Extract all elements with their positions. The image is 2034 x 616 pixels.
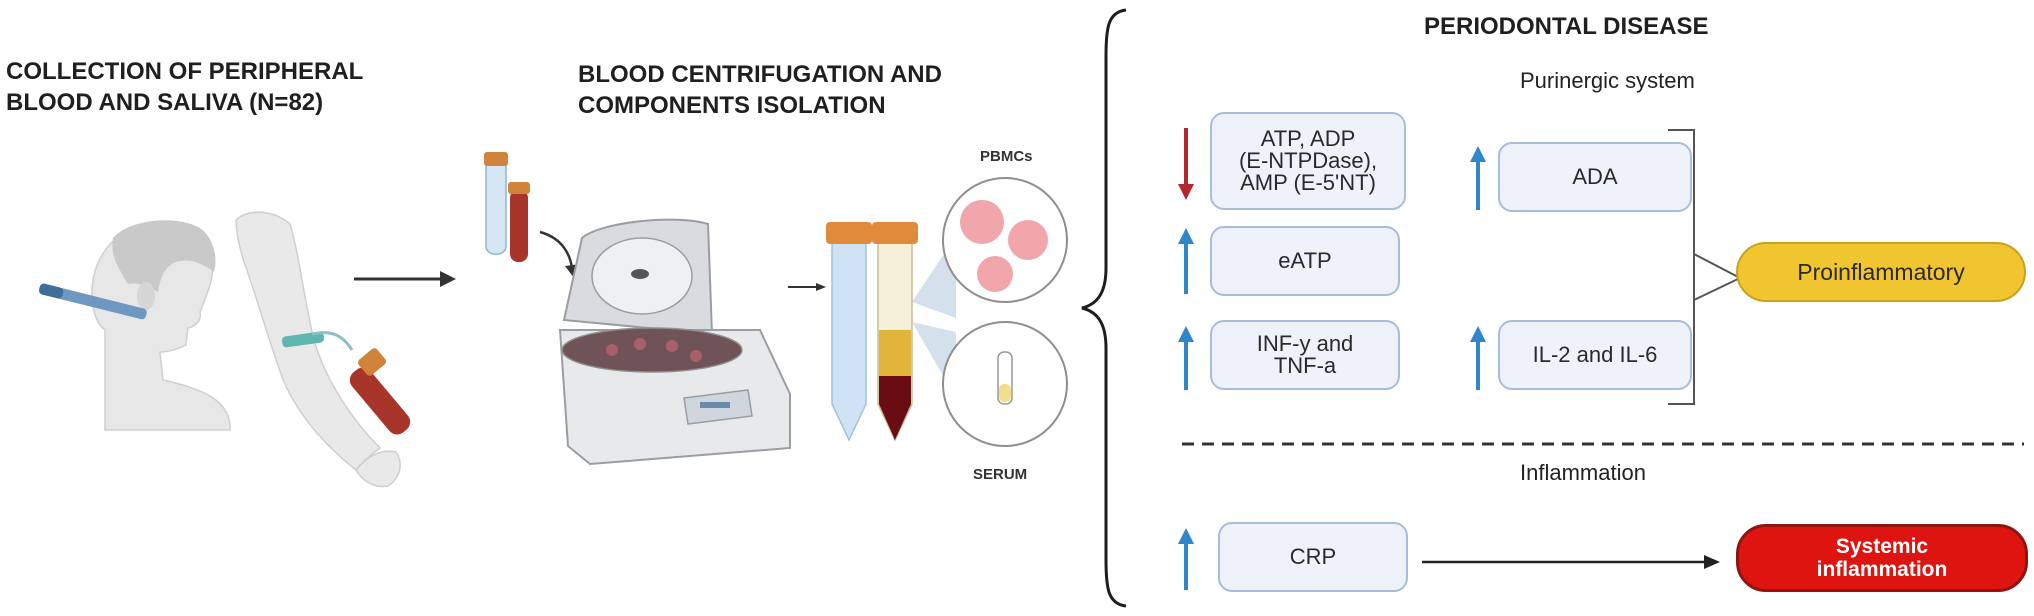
- collection-title-line2: BLOOD AND SALIVA (N=82): [6, 89, 324, 116]
- serum-label: SERUM: [973, 466, 1028, 483]
- periodontal-disease-title: PERIODONTAL DISEASE: [1424, 13, 1709, 40]
- box-il2-il6: IL-2 and IL-6: [1498, 320, 1692, 390]
- arrow-to-centrifuge: [354, 271, 456, 287]
- systemic-inflammation-badge: Systemic inflammation: [1736, 524, 2028, 592]
- proinflammatory-badge: Proinflammatory: [1736, 242, 2026, 302]
- separated-tubes-icon: [826, 222, 918, 442]
- purinergic-system-label: Purinergic system: [1520, 68, 1695, 93]
- grouping-bracket: [1668, 129, 1695, 405]
- centrifuge-icon: [558, 218, 791, 466]
- sample-tubes-icon: [484, 152, 530, 262]
- saliva-tube-icon: [39, 283, 147, 320]
- curved-arrow-icon: [539, 230, 574, 269]
- box-eatp: eATP: [1210, 226, 1400, 296]
- arrow-to-tubes: [788, 283, 826, 291]
- inflammation-label: Inflammation: [1520, 460, 1646, 485]
- box-inf-tnf: INF-y and TNF-a: [1210, 320, 1400, 390]
- curly-brace: [1081, 8, 1127, 608]
- serum-circle-icon: [942, 321, 1068, 447]
- arm-icon: [235, 211, 411, 488]
- pbmc-circle-icon: [942, 177, 1068, 303]
- up-arrow-icon-eatp: [1178, 228, 1194, 294]
- person-head-icon: [91, 220, 231, 431]
- pbmc-label: PBMCs: [980, 148, 1033, 165]
- up-arrow-icon-ada: [1470, 146, 1486, 210]
- arrow-crp-to-systemic: [1422, 555, 1720, 569]
- up-arrow-icon-il: [1470, 326, 1486, 390]
- up-arrow-icon-crp: [1178, 528, 1194, 590]
- bracket-pointer: [1693, 253, 1743, 301]
- centrifugation-title-line1: BLOOD CENTRIFUGATION AND: [578, 61, 942, 88]
- box-atp-adp-amp: ATP, ADP (E-NTPDase), AMP (E-5'NT): [1210, 112, 1406, 210]
- box-crp: CRP: [1218, 522, 1408, 592]
- down-arrow-icon-atp: [1178, 128, 1194, 200]
- up-arrow-icon-inf: [1178, 326, 1194, 390]
- collection-title-line1: COLLECTION OF PERIPHERAL: [6, 58, 364, 85]
- box-ada: ADA: [1498, 142, 1692, 212]
- centrifugation-title-line2: COMPONENTS ISOLATION: [578, 92, 886, 119]
